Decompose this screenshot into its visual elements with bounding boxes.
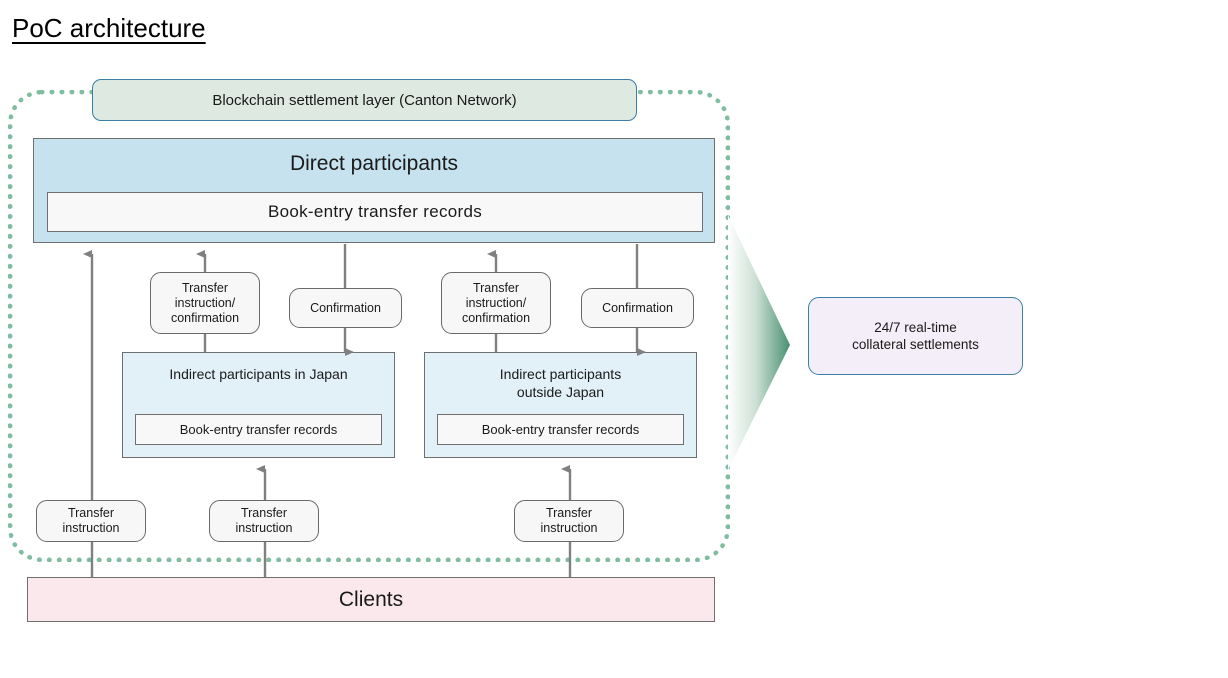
direct-participants-box: Direct participants Book-entry transfer … [33,138,715,243]
ti-conf-left-line-2: instruction/ [174,295,236,310]
collateral-outcome-line-2: collateral settlements [852,337,979,352]
indirect-participants-outside-box: Indirect participants outside Japan Book… [424,352,697,458]
clients-label: Clients [338,587,404,611]
ti-conf-right-line-2: instruction/ [465,295,527,310]
big-green-arrow-icon [728,215,790,470]
indirect-outside-line-1: Indirect participants [499,366,622,382]
ti-conf-right-line-1: Transfer [472,280,520,295]
transfer-instruction-1-line-1: Transfer [67,506,115,520]
confirmation-left-box: Confirmation [289,288,402,328]
indirect-participants-japan-title: Indirect participants in Japan [169,366,348,382]
page-title: PoC architecture [12,13,206,43]
indirect-participants-outside-book-entry-record: Book-entry transfer records [437,414,684,445]
transfer-instruction-2-line-2: instruction [235,521,293,535]
collateral-outcome-line-1: 24/7 real-time [874,320,957,335]
transfer-instruction-1-line-2: instruction [62,521,120,535]
indirect-participants-japan-book-entry-record: Book-entry transfer records [135,414,382,445]
transfer-instruction-confirmation-right-box: Transfer instruction/ confirmation [441,272,551,334]
confirmation-right-label: Confirmation [602,300,673,315]
blockchain-settlement-layer-label: Blockchain settlement layer (Canton Netw… [212,91,517,109]
blockchain-settlement-layer-box: Blockchain settlement layer (Canton Netw… [92,79,637,121]
direct-participants-book-entry-record: Book-entry transfer records [47,192,703,232]
indirect-participants-japan-box: Indirect participants in Japan Book-entr… [122,352,395,458]
transfer-instruction-box-3: Transfer instruction [514,500,624,542]
direct-participants-title: Direct participants [289,152,459,175]
ti-conf-left-line-1: Transfer [181,280,229,295]
ti-conf-right-line-3: confirmation [461,310,531,325]
clients-bar: Clients [27,577,715,622]
transfer-instruction-3-line-1: Transfer [545,506,593,520]
collateral-settlements-outcome-box: 24/7 real-time collateral settlements [808,297,1023,375]
transfer-instruction-3-line-2: instruction [540,521,598,535]
indirect-outside-line-2: outside Japan [516,384,605,400]
ti-conf-left-line-3: confirmation [170,310,240,325]
transfer-instruction-confirmation-left-box: Transfer instruction/ confirmation [150,272,260,334]
transfer-instruction-2-line-1: Transfer [240,506,288,520]
transfer-instruction-box-1: Transfer instruction [36,500,146,542]
confirmation-left-label: Confirmation [310,300,381,315]
confirmation-right-box: Confirmation [581,288,694,328]
transfer-instruction-box-2: Transfer instruction [209,500,319,542]
indirect-participants-outside-title: Indirect participants outside Japan [492,365,629,401]
